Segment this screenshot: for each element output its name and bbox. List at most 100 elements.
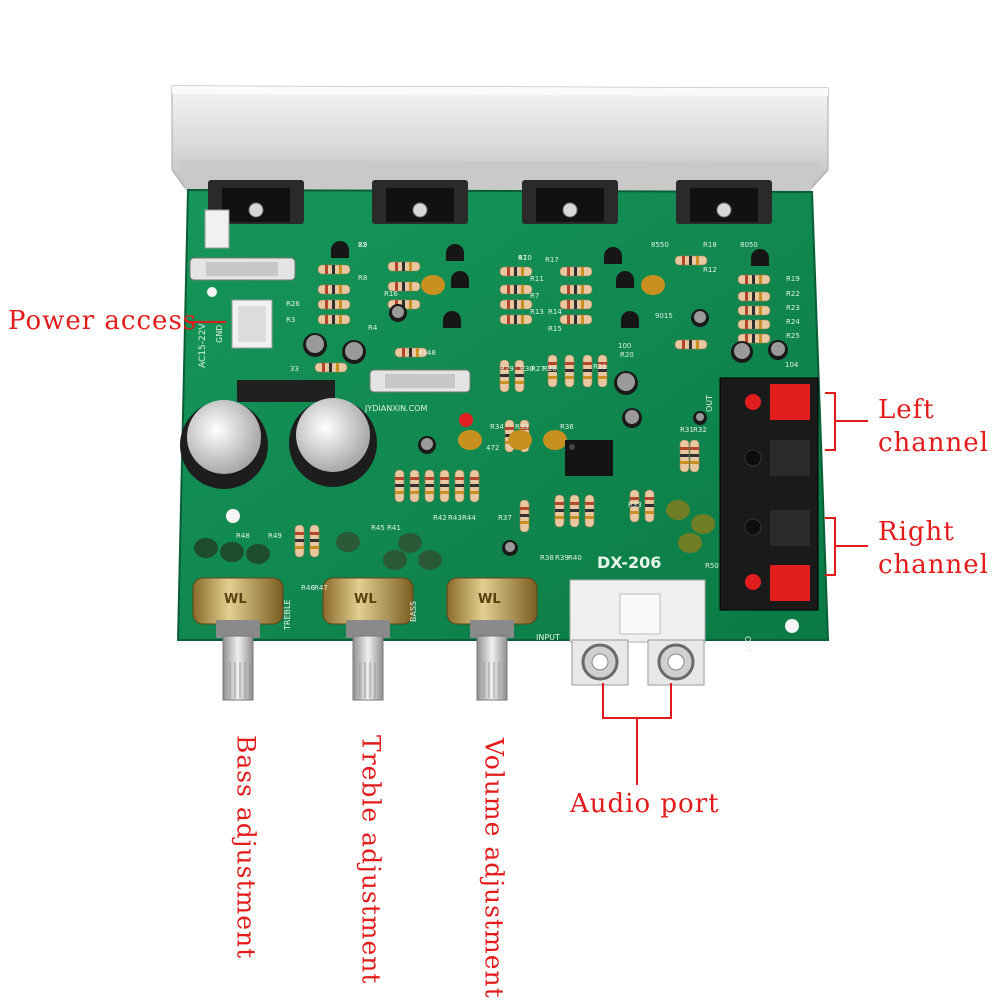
- volume-adjustment-label: Volume adjustment: [479, 738, 509, 999]
- resistor-band: [567, 285, 570, 294]
- capacitor: [458, 430, 482, 450]
- resistor-band: [295, 532, 304, 535]
- resistor: [559, 284, 593, 295]
- fuses: [189, 257, 471, 393]
- resistor-band: [645, 504, 654, 507]
- audio-port-bracket: [602, 683, 672, 719]
- resistor: [439, 469, 450, 503]
- resistor: [499, 299, 533, 310]
- capacitor: [641, 275, 665, 295]
- capacitor-top: [696, 413, 704, 421]
- designator-label: R37: [498, 514, 512, 522]
- resistor-band: [548, 362, 557, 365]
- resistor-band: [325, 315, 328, 324]
- resistor-band: [682, 256, 685, 265]
- resistor-band: [690, 447, 699, 450]
- small-transistor: [621, 311, 639, 328]
- designator-label: R12: [703, 266, 717, 274]
- pot-shaft: [222, 635, 254, 701]
- resistor-band: [332, 265, 335, 274]
- designator-label: R14: [548, 308, 562, 316]
- resistor-band: [507, 315, 510, 324]
- designator-label: R44: [462, 514, 476, 522]
- capacitor: [194, 538, 218, 558]
- resistor-band: [581, 267, 584, 276]
- designator-label: R9: [358, 241, 367, 249]
- capacitor-top: [505, 542, 515, 552]
- screw-icon: [562, 202, 578, 218]
- left-channel-label: Left channel: [878, 395, 989, 458]
- electrolytic-capacitor: [693, 411, 707, 425]
- capacitor: [421, 275, 445, 295]
- resistor-band: [630, 504, 639, 507]
- resistor: [737, 305, 771, 316]
- electrolytic-capacitor: [622, 408, 642, 428]
- resistor-band: [520, 507, 529, 510]
- electrolytic-capacitor: [614, 371, 638, 395]
- resistor-band: [325, 265, 328, 274]
- input-silk: INPUT: [536, 633, 560, 642]
- resistor-band: [555, 516, 564, 519]
- designator-label: R45: [371, 524, 385, 532]
- resistor-band: [583, 376, 592, 379]
- resistor-band: [336, 363, 339, 372]
- resistor-band: [570, 509, 579, 512]
- designator-label: R31: [680, 426, 694, 434]
- resistor: [409, 469, 420, 503]
- resistor-band: [745, 306, 748, 315]
- resistor-band: [332, 285, 335, 294]
- resistor-band: [332, 315, 335, 324]
- resistor: [469, 469, 480, 503]
- resistor-band: [555, 509, 564, 512]
- resistor: [559, 266, 593, 277]
- ic-chip: [565, 440, 613, 476]
- resistor-band: [402, 282, 405, 291]
- out-silk-top: OUT: [705, 395, 714, 412]
- capacitor: [678, 533, 702, 553]
- resistor-band: [585, 516, 594, 519]
- capacitor-top: [694, 311, 706, 323]
- resistor: [317, 314, 351, 325]
- designator-label: R26: [286, 300, 300, 308]
- resistor: [317, 299, 351, 310]
- resistor-band: [521, 315, 524, 324]
- power-access-label: Power access: [8, 306, 198, 336]
- designator-label: 9015: [655, 312, 673, 320]
- resistor: [554, 494, 565, 528]
- resistor-band: [395, 491, 404, 494]
- resistor: [737, 291, 771, 302]
- designator-label: R36: [560, 423, 574, 431]
- designator-label: 47: [518, 254, 527, 262]
- power-transistor: [372, 180, 468, 224]
- resistor-band: [570, 516, 579, 519]
- designator-label: 472: [486, 444, 499, 452]
- designator-label: R40: [568, 554, 582, 562]
- resistor-band: [455, 484, 464, 487]
- resistor-band: [759, 292, 762, 301]
- electrolytic-capacitor: [502, 540, 518, 556]
- power-led: [459, 413, 473, 427]
- pot-shaft: [476, 635, 508, 701]
- resistor-band: [395, 282, 398, 291]
- bass-adjustment-label: Bass adjustment: [231, 735, 261, 960]
- potentiometer: WL: [322, 577, 414, 701]
- resistor-band: [745, 320, 748, 329]
- pot-bushing: [346, 620, 390, 638]
- resistor-band: [690, 461, 699, 464]
- resistor-band: [507, 300, 510, 309]
- resistor-band: [395, 477, 404, 480]
- resistor: [387, 261, 421, 272]
- designator-label: R25: [786, 332, 800, 340]
- resistor: [499, 314, 533, 325]
- capacitor-top: [617, 373, 635, 391]
- designator-label: R16: [384, 290, 398, 298]
- resistor-band: [598, 369, 607, 372]
- resistor-band: [565, 376, 574, 379]
- designator-label: R34: [490, 423, 504, 431]
- resistor-band: [598, 362, 607, 365]
- left-channel-bracket: [825, 392, 836, 451]
- resistor-band: [514, 285, 517, 294]
- designator-label: R28: [543, 365, 557, 373]
- resistor-band: [402, 300, 405, 309]
